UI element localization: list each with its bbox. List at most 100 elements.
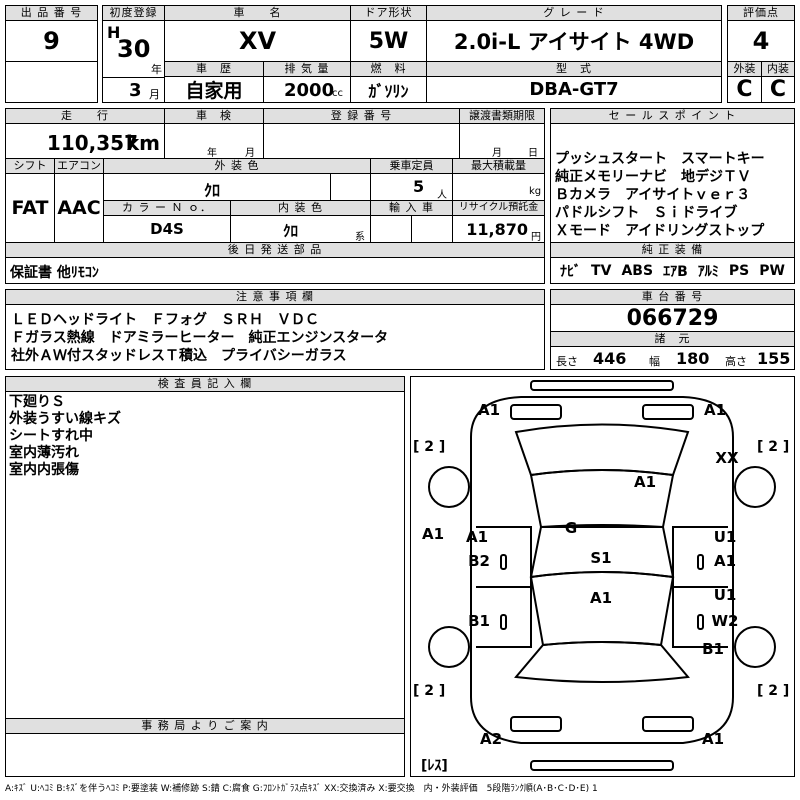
exterior-grade: C bbox=[727, 76, 762, 103]
inspection-year-mark: 年 bbox=[207, 148, 217, 159]
first-reg-month-cell: 3 月 bbox=[102, 77, 165, 103]
interior-label: 内装 bbox=[761, 61, 795, 77]
damage-mark: A1 bbox=[465, 528, 489, 546]
score-label: 評価点 bbox=[727, 5, 795, 21]
doors-value: 5W bbox=[350, 20, 427, 62]
std-equip-item: ｱﾙﾐ bbox=[697, 263, 719, 280]
front-outline bbox=[470, 396, 734, 438]
damage-legend: A:ｷｽﾞ U:ﾍｺﾐ B:ｷｽﾞを伴うﾍｺﾐ P:要塗装 W:補修跡 S:錆 … bbox=[5, 784, 598, 794]
reg-no-label: 登 録 番 号 bbox=[263, 108, 460, 124]
specs-label: 諸 元 bbox=[550, 331, 795, 347]
type-label: 型 式 bbox=[426, 61, 722, 77]
first-reg-year-cell: H 30 年 bbox=[102, 20, 165, 78]
displacement-label: 排 気 量 bbox=[263, 61, 351, 77]
kei-unit: 系 bbox=[355, 232, 365, 243]
office-label: 事 務 局 よ り ご 案 内 bbox=[5, 718, 405, 734]
year-unit: 年 bbox=[151, 63, 162, 76]
transfer-label: 譲渡書類期限 bbox=[459, 108, 545, 124]
person-unit: 人 bbox=[437, 190, 447, 201]
aircon-label: エアコン bbox=[54, 158, 104, 174]
rear-lamp-right bbox=[642, 716, 694, 732]
damage-mark: A1 bbox=[421, 525, 445, 543]
length-label: 長さ bbox=[556, 355, 578, 368]
import-label: 輸 入 車 bbox=[370, 200, 453, 216]
height-label: 高さ bbox=[725, 355, 747, 368]
std-equip-item: ｴｱB bbox=[663, 263, 688, 280]
inspector-box: 下廻りＳ 外装うすい線キズ シートすれ中 室内薄汚れ 室内内張傷 bbox=[5, 391, 405, 719]
front-grille bbox=[510, 404, 562, 420]
ext-color-value: ｸﾛ bbox=[204, 181, 221, 200]
wheel-rear-right bbox=[734, 626, 776, 668]
capacity-cell: 5 人 bbox=[370, 173, 453, 201]
sales-point: Ｘモード アイドリングストップ bbox=[555, 223, 765, 239]
km-unit: km bbox=[125, 131, 160, 155]
inspector-label: 検 査 員 記 入 欄 bbox=[5, 376, 405, 392]
history-value: 自家用 bbox=[164, 76, 264, 103]
ext-color-label: 外 装 色 bbox=[103, 158, 371, 174]
ext-color-extra bbox=[330, 173, 371, 201]
std-equip-item: ABS bbox=[621, 262, 654, 279]
note-line: 社外ＡＷ付スタッドレスＴ積込 プライバシーガラス bbox=[11, 348, 347, 364]
rear-outline bbox=[470, 696, 734, 744]
handle-right-front bbox=[697, 554, 704, 570]
width-label: 幅 bbox=[649, 355, 660, 368]
mileage-value: 110,357 bbox=[46, 131, 138, 155]
recycle-cell: 11,870 円 bbox=[452, 215, 545, 243]
inspection-month-mark: 月 bbox=[245, 148, 255, 159]
right-door-rear bbox=[672, 586, 728, 648]
tire-rear-left-label: [ 2 ] bbox=[413, 683, 446, 699]
damage-mark: U1 bbox=[713, 586, 737, 604]
damage-mark: A1 bbox=[713, 552, 737, 570]
model-label: 車 名 bbox=[164, 5, 351, 21]
recycle-value: 11,870 bbox=[466, 220, 528, 239]
cc-unit: cc bbox=[332, 88, 343, 99]
first-reg-month: 3 bbox=[129, 80, 142, 101]
transfer-month-mark: 月 bbox=[492, 148, 502, 159]
note-line: Ｆガラス熱線 ドアミラーヒーター 純正エンジンスタータ bbox=[11, 330, 389, 346]
score-value: 4 bbox=[727, 20, 795, 62]
chassis-no-label: 車 台 番 号 bbox=[550, 289, 795, 305]
model-value: XV bbox=[164, 20, 351, 62]
fuel-label: 燃 料 bbox=[350, 61, 427, 77]
inspector-line: 外装うすい線キズ bbox=[9, 411, 121, 427]
chassis-no-value: 066729 bbox=[550, 304, 795, 332]
doors-label: ドア形状 bbox=[350, 5, 427, 21]
wheel-front-right bbox=[734, 466, 776, 508]
inspector-line: 室内内張傷 bbox=[9, 462, 79, 478]
inspector-line: シートすれ中 bbox=[9, 428, 93, 444]
grade-value: 2.0i-L アイサイト 4WD bbox=[426, 20, 722, 62]
office-box bbox=[5, 733, 405, 777]
notes-box: ＬＥＤヘッドライト Ｆフォグ ＳＲＨ ＶＤＣ Ｆガラス熱線 ドアミラーヒーター … bbox=[5, 304, 545, 370]
tire-front-right-label: [ 2 ] bbox=[757, 439, 790, 455]
specs-cell: 長さ 446 幅 180 高さ 155 bbox=[550, 346, 795, 370]
notes-label: 注 意 事 項 欄 bbox=[5, 289, 545, 305]
recycle-label: リサイクル預託金 bbox=[452, 200, 545, 216]
damage-mark: XX bbox=[715, 449, 739, 467]
sales-points-box: プッシュスタート スマートキー 純正メモリーナビ 地デジＴＶ Ｂカメラ アイサイ… bbox=[550, 123, 795, 243]
color-no-label: カ ラ ー Ｎ ｏ． bbox=[103, 200, 231, 216]
sales-point: パドルシフト Ｓｉドライブ bbox=[555, 205, 738, 221]
damage-mark: A2 bbox=[479, 730, 503, 748]
wheel-front-left bbox=[428, 466, 470, 508]
inspector-line: 下廻りＳ bbox=[9, 394, 65, 410]
inspection-cell: 年 月 bbox=[164, 123, 264, 159]
rear-bumper bbox=[530, 760, 674, 771]
exterior-label: 外装 bbox=[727, 61, 762, 77]
color-no-value: D4S bbox=[103, 215, 231, 243]
std-equip-item: PW bbox=[759, 262, 785, 279]
handle-left-front bbox=[500, 554, 507, 570]
trunk bbox=[514, 641, 690, 683]
ext-color-cell: ｸﾛ bbox=[103, 173, 331, 201]
kg-unit: kg bbox=[529, 186, 542, 197]
inspection-label: 車 検 bbox=[164, 108, 264, 124]
reg-no-cell bbox=[263, 123, 460, 159]
damage-mark: A1 bbox=[633, 473, 657, 491]
std-equip-list: ﾅﾋﾞ TV ABS ｴｱB ｱﾙﾐ PS PW bbox=[550, 257, 795, 284]
later-parts-value: 保証書 他ﾘﾓｺﾝ bbox=[10, 265, 99, 281]
damage-mark: S1 bbox=[590, 549, 612, 567]
tire-rear-right-label: [ 2 ] bbox=[757, 683, 790, 699]
import-cell-a bbox=[370, 215, 412, 243]
capacity-label: 乗車定員 bbox=[370, 158, 453, 174]
notes-list: ＬＥＤヘッドライト Ｆフォグ ＳＲＨ ＶＤＣ Ｆガラス熱線 ドアミラーヒーター … bbox=[11, 311, 388, 365]
sales-points-list: プッシュスタート スマートキー 純正メモリーナビ 地デジＴＶ Ｂカメラ アイサイ… bbox=[555, 150, 765, 240]
